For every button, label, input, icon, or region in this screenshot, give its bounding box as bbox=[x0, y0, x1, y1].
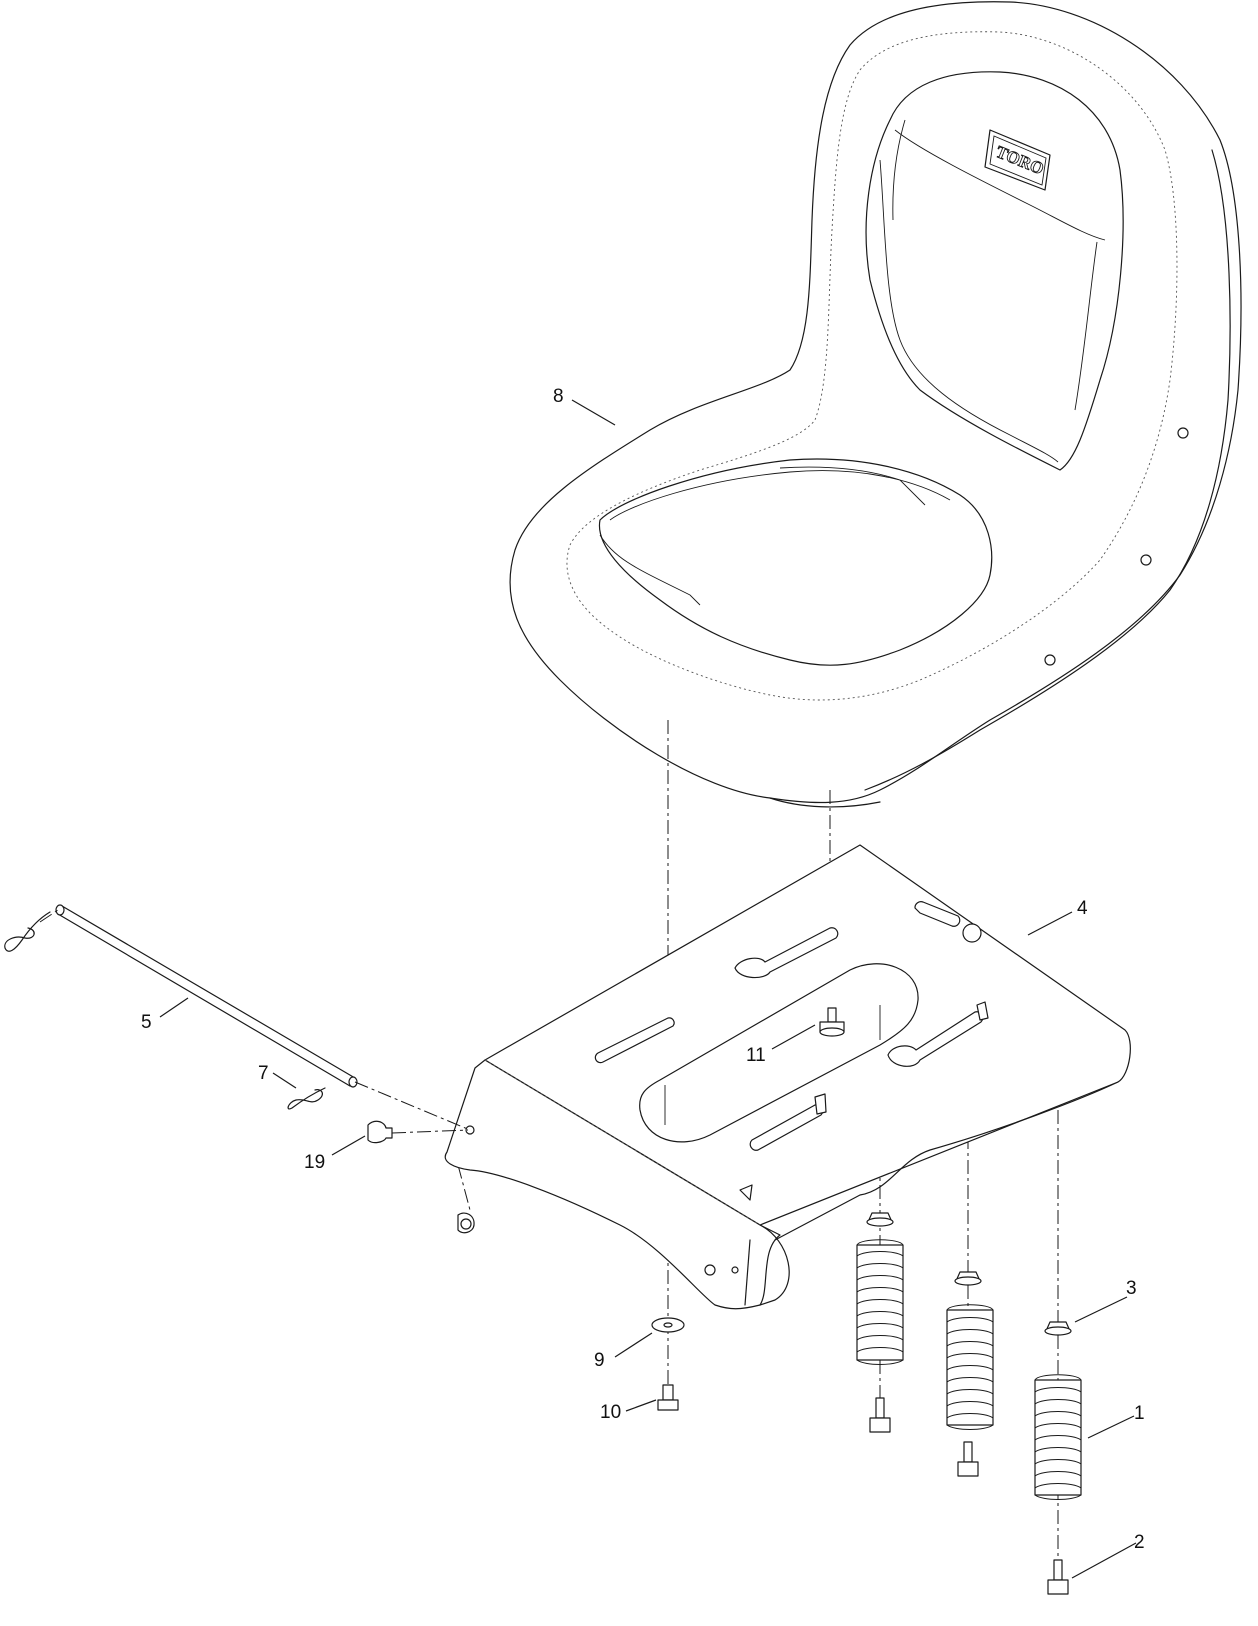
seat: TORO bbox=[509, 1, 1242, 808]
seat-bolt-3 bbox=[1044, 654, 1056, 666]
spring-bolt-3 bbox=[1047, 1559, 1069, 1595]
stud-bolt bbox=[819, 1007, 845, 1037]
seat-mounting-plate bbox=[444, 844, 1131, 1310]
callout-10: 10 bbox=[600, 1402, 621, 1423]
callout-3: 3 bbox=[1126, 1278, 1137, 1299]
shoulder-bolt bbox=[367, 1120, 469, 1144]
flange-nut-1 bbox=[866, 1212, 894, 1227]
bracket-tab bbox=[457, 1212, 475, 1234]
callout-4: 4 bbox=[1077, 898, 1088, 919]
compression-spring-1 bbox=[856, 1239, 904, 1365]
washer bbox=[651, 1317, 685, 1333]
hairpin-clip-top bbox=[4, 909, 59, 952]
callout-labels: 8 4 5 7 11 19 3 9 10 1 2 bbox=[141, 386, 1145, 1553]
callout-9: 9 bbox=[594, 1350, 605, 1371]
callout-11: 11 bbox=[746, 1045, 766, 1066]
seat-bolt-2 bbox=[1140, 554, 1152, 566]
plate-slots bbox=[594, 901, 984, 1151]
compression-spring-2 bbox=[946, 1304, 994, 1430]
flange-nut-3 bbox=[1044, 1321, 1072, 1336]
flange-nut-2 bbox=[954, 1271, 982, 1286]
seat-bolt-1 bbox=[1177, 427, 1189, 439]
pivot-rod bbox=[55, 904, 471, 1131]
callout-7: 7 bbox=[258, 1063, 269, 1084]
spring-bolt-1 bbox=[869, 1397, 891, 1433]
callout-19: 19 bbox=[304, 1152, 325, 1173]
callout-2: 2 bbox=[1134, 1532, 1145, 1553]
callout-1: 1 bbox=[1134, 1403, 1145, 1424]
callout-8: 8 bbox=[553, 386, 564, 407]
hairpin-clip bbox=[287, 1087, 326, 1110]
hex-bolt-left bbox=[657, 1384, 679, 1411]
spring-bolt-2 bbox=[957, 1441, 979, 1477]
compression-spring-3 bbox=[1034, 1374, 1082, 1500]
callout-5: 5 bbox=[141, 1012, 152, 1033]
callout-leaders bbox=[159, 399, 1137, 1579]
